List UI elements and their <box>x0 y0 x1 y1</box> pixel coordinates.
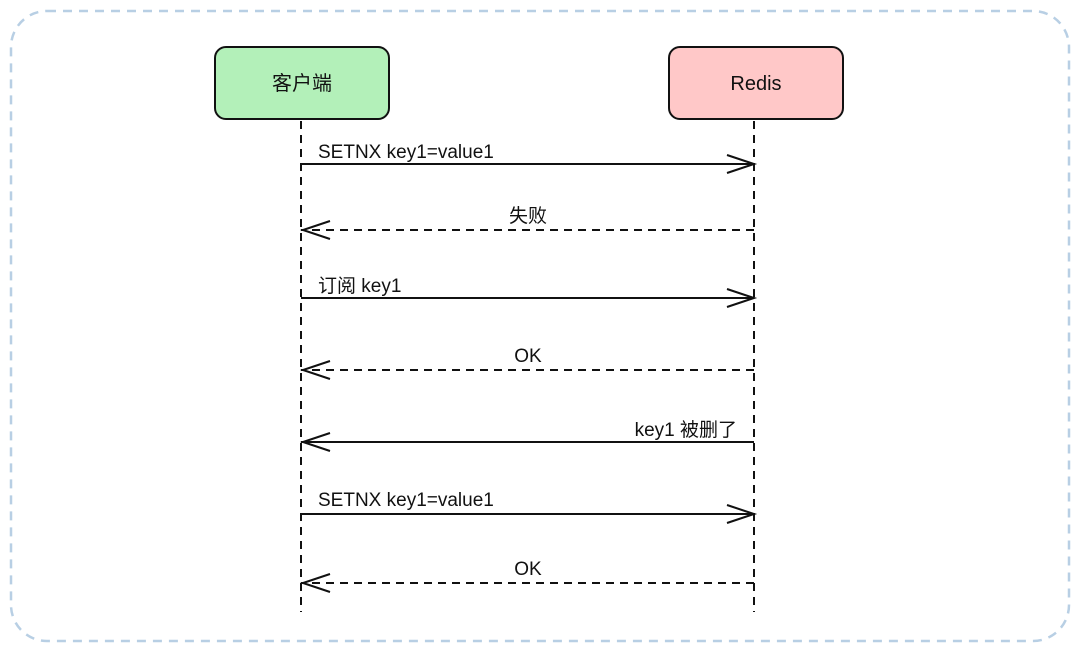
message-6: SETNX key1=value1 <box>301 490 758 524</box>
diagram-frame <box>9 9 1071 643</box>
participant-client: 客户端 <box>214 46 390 120</box>
message-4: OK <box>299 346 754 380</box>
message-2: 失败 <box>299 205 754 240</box>
message-2-arrowhead <box>299 220 331 240</box>
message-4-label: OK <box>514 346 542 367</box>
message-7-label: OK <box>514 559 542 580</box>
message-5: key1 被删了 <box>299 419 754 452</box>
message-3-arrowhead <box>726 288 758 308</box>
message-5-arrowhead <box>299 432 331 452</box>
participant-redis: Redis <box>668 46 844 120</box>
message-3-label: 订阅 key1 <box>318 275 401 297</box>
message-4-arrowhead <box>299 360 331 380</box>
participant-redis-box <box>668 46 844 120</box>
message-3: 订阅 key1 <box>301 275 758 308</box>
message-1-label: SETNX key1=value1 <box>318 142 494 163</box>
message-2-label: 失败 <box>509 205 547 227</box>
message-6-label: SETNX key1=value1 <box>318 490 494 511</box>
participant-redis-label: Redis <box>730 73 781 95</box>
message-1: SETNX key1=value1 <box>301 142 758 174</box>
message-7-arrowhead <box>299 573 331 593</box>
message-5-label: key1 被删了 <box>635 419 737 441</box>
message-6-arrowhead <box>726 504 758 524</box>
message-1-arrowhead <box>726 154 758 174</box>
message-7: OK <box>299 559 754 593</box>
participant-client-box <box>214 46 390 120</box>
participant-client-label: 客户端 <box>272 72 332 95</box>
